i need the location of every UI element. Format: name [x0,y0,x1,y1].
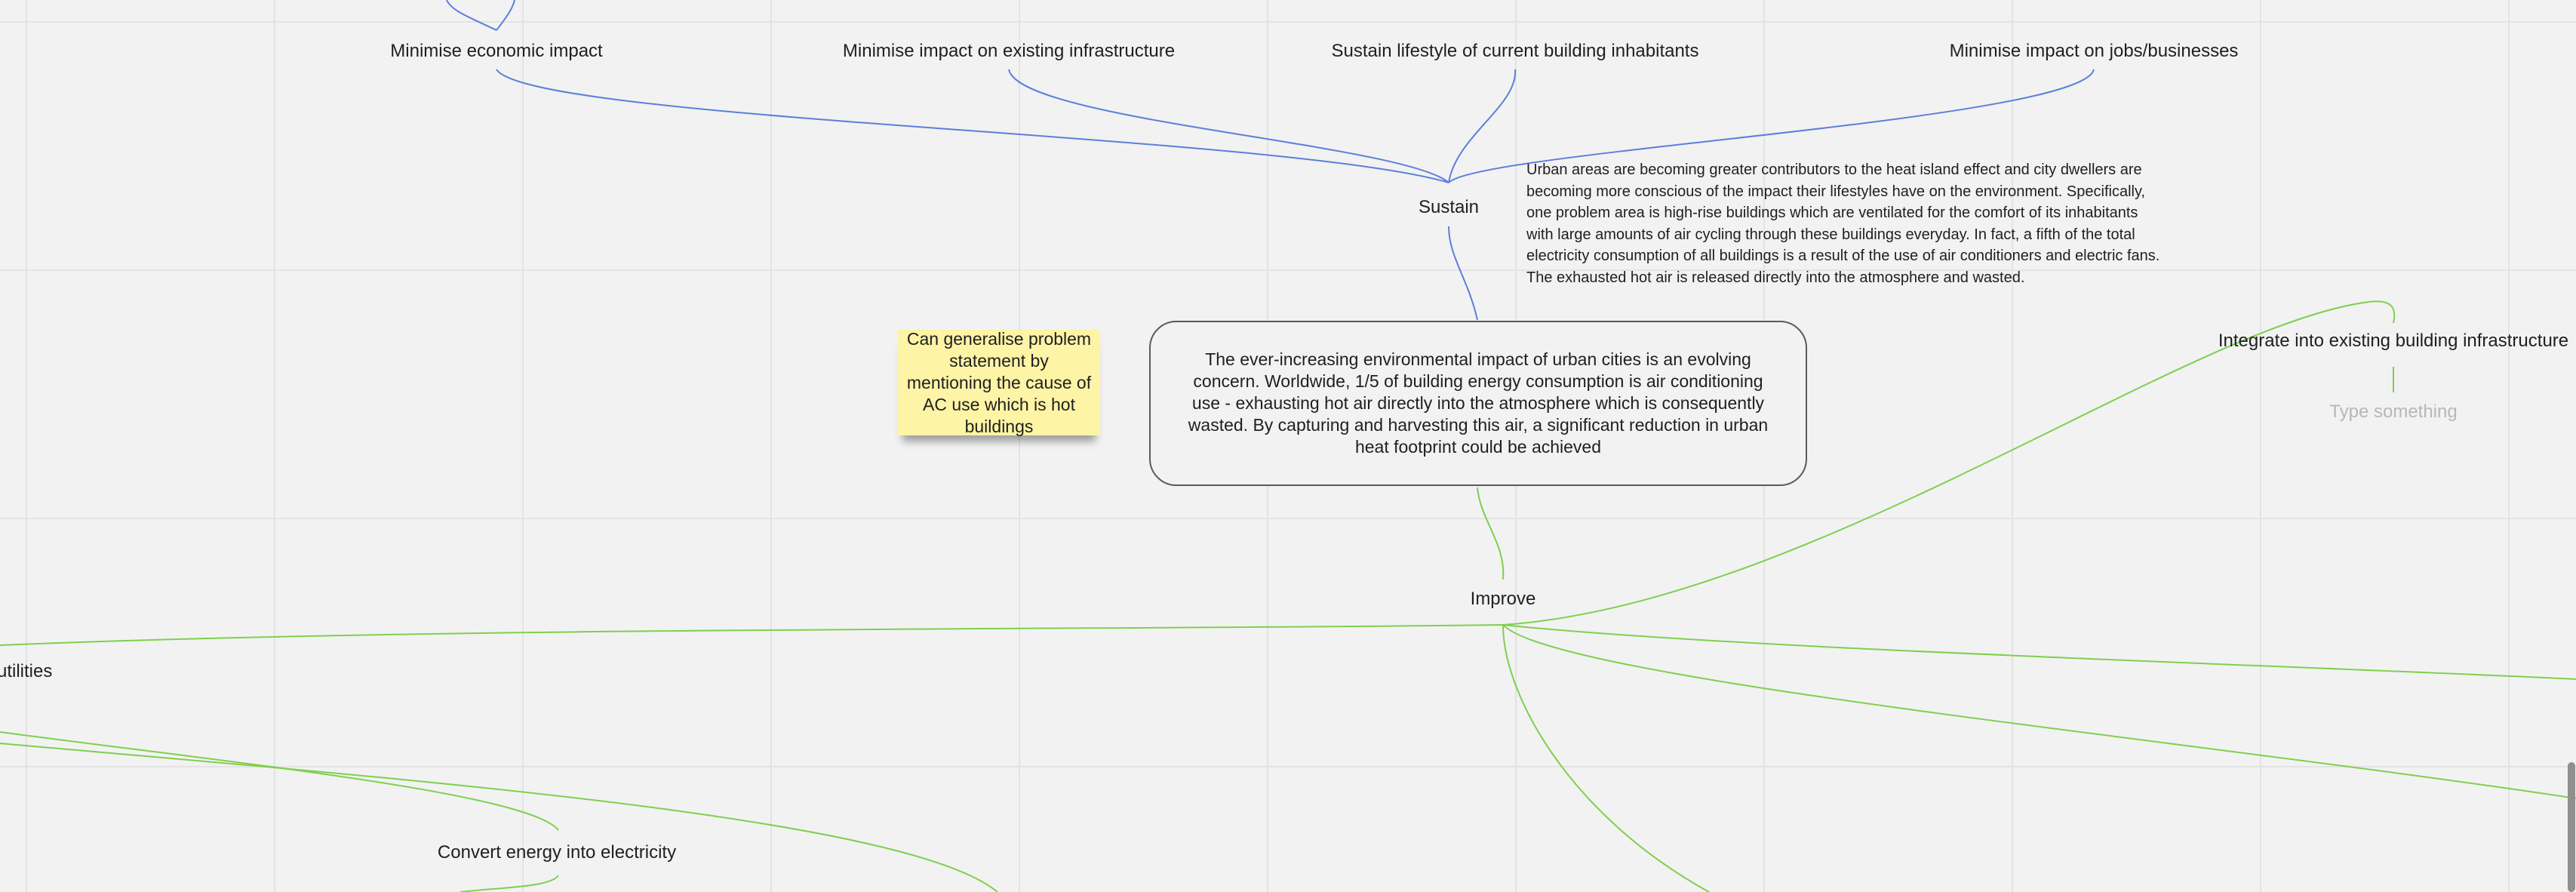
link-utilities-convert-2 [0,743,998,892]
problem-description-text[interactable]: Urban areas are becoming greater contrib… [1526,161,2160,286]
link-improve-down [1502,624,1710,892]
link-root-improve [1477,487,1505,580]
link-economic-above [446,0,497,31]
node-minimise-economic-impact[interactable]: Minimise economic impact [390,41,603,61]
node-type-something-placeholder[interactable]: Type something [2329,401,2458,422]
link-root-sustain [1448,226,1478,321]
node-utilities[interactable]: utilities [0,661,53,681]
node-improve[interactable]: Improve [1470,589,1536,609]
link-improve-integrate [1502,300,2396,626]
node-sustain[interactable]: Sustain [1418,197,1480,217]
link-improve-right-1 [1502,624,2576,680]
node-minimise-impact-infrastructure[interactable]: Minimise impact on existing infrastructu… [842,41,1176,61]
node-integrate-building-infrastructure[interactable]: Integrate into existing building infrast… [2218,331,2569,351]
node-sustain-lifestyle[interactable]: Sustain lifestyle of current building in… [1331,41,1699,61]
link-sustain-lifestyle [1448,69,1517,183]
link-sustain-economic [496,69,1449,183]
vertical-scrollbar[interactable] [2568,762,2575,892]
sticky-note[interactable]: Can generalise problem statement by ment… [898,328,1100,436]
link-sustain-infrastructure [1008,69,1449,183]
link-improve-utilities [0,624,1504,646]
sticky-note-text: Can generalise problem statement by ment… [906,328,1092,436]
root-problem-statement-text: The ever-increasing environmental impact… [1188,349,1769,457]
sustain-branch-links [446,0,2095,321]
link-sustain-jobs [1448,69,2095,183]
link-economic-above-2 [496,0,515,31]
node-convert-energy-electricity[interactable]: Convert energy into electricity [437,842,677,863]
link-improve-right-2 [1502,624,2576,799]
root-problem-statement-node[interactable]: The ever-increasing environmental impact… [1149,321,1807,486]
improve-branch-links [0,300,2576,892]
link-convert-down [460,875,559,892]
node-minimise-impact-jobs[interactable]: Minimise impact on jobs/businesses [1949,41,2239,61]
link-utilities-convert-1 [0,731,559,831]
